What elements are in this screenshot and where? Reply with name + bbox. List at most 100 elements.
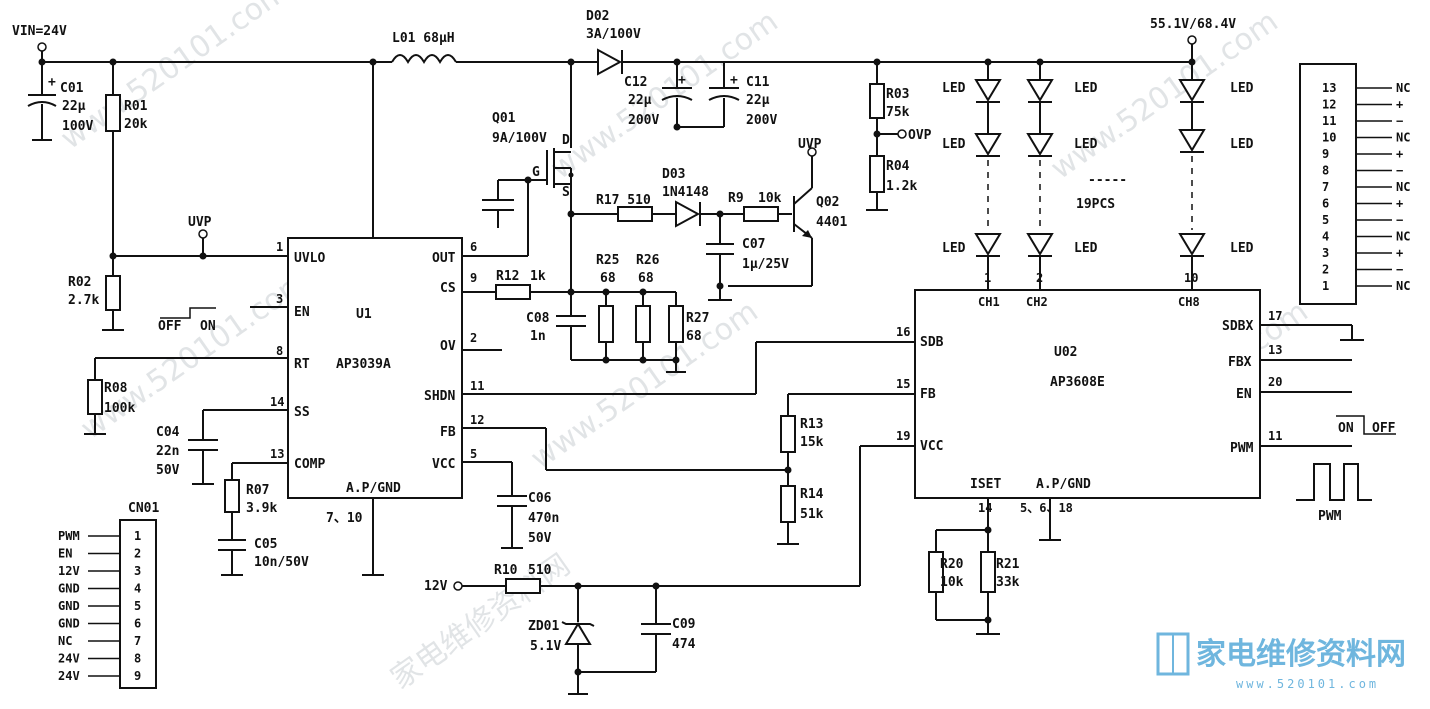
svg-text:LED: LED (1230, 241, 1254, 256)
svg-text:R01: R01 (124, 99, 148, 114)
iset-resistors: R20 10k R21 33k (928, 498, 1020, 635)
svg-text:19PCS: 19PCS (1076, 197, 1115, 212)
connector-signal: NC (1396, 230, 1410, 244)
svg-text:LED: LED (1074, 81, 1098, 96)
d02-diode (597, 48, 623, 76)
svg-text:Q02: Q02 (816, 195, 839, 210)
svg-text:R04: R04 (886, 159, 910, 174)
svg-text:474: 474 (672, 637, 696, 652)
svg-text:R20: R20 (940, 557, 964, 572)
svg-text:UVP: UVP (798, 137, 822, 152)
r08-resistor: R08 100k (84, 357, 288, 435)
svg-text:15: 15 (896, 377, 910, 391)
svg-text:ISET: ISET (970, 477, 1001, 492)
cn01-signal: 24V (58, 669, 80, 683)
cn01-pin: 7 (134, 634, 141, 648)
q01-mosfet: Q01 9A/100V D G S (462, 62, 574, 257)
svg-text:1: 1 (984, 271, 991, 285)
connector-pin: 9 (1322, 147, 1329, 161)
r03-r04: OVP R03 75k R04 1.2k (866, 62, 932, 211)
connector-pin: 8 (1322, 164, 1329, 178)
svg-text:OFF: OFF (158, 319, 182, 334)
svg-text:11: 11 (1268, 429, 1282, 443)
svg-text:12V: 12V (424, 579, 448, 594)
svg-text:10n/50V: 10n/50V (254, 555, 309, 570)
pwm-waveform: PWM (1296, 463, 1372, 524)
svg-text:+: + (730, 73, 738, 88)
svg-text:R21: R21 (996, 557, 1020, 572)
vout-label: 55.1V/68.4V (1150, 17, 1236, 32)
svg-text:6: 6 (470, 240, 477, 254)
svg-text:C09: C09 (672, 617, 695, 632)
top-rail: VIN=24V L01 68μH D02 3A/100V 55.1V/68.4V (12, 9, 1236, 76)
svg-text:C01: C01 (60, 81, 84, 96)
cn01-pin: 4 (134, 582, 141, 596)
svg-text:1: 1 (276, 240, 283, 254)
svg-text:1N4148: 1N4148 (662, 185, 709, 200)
svg-text:C07: C07 (742, 237, 765, 252)
r07-c05: R07 3.9k C05 10n/50V (218, 462, 309, 576)
svg-text:68: 68 (686, 329, 702, 344)
svg-text:SHDN: SHDN (424, 389, 455, 404)
svg-text:100V: 100V (62, 119, 93, 134)
svg-text:CH8: CH8 (1178, 295, 1200, 309)
svg-text:22μ: 22μ (628, 93, 652, 108)
svg-text:2.7k: 2.7k (68, 293, 99, 308)
svg-text:R07: R07 (246, 483, 269, 498)
svg-text:LED: LED (942, 137, 966, 152)
svg-text:PWM: PWM (1230, 441, 1254, 456)
svg-text:17: 17 (1268, 309, 1282, 323)
svg-text:5、6、18: 5、6、18 (1020, 501, 1073, 515)
svg-text:U1: U1 (356, 307, 372, 322)
r01-r02: R01 20k R02 2.7k UVP (68, 62, 288, 331)
svg-text:3: 3 (276, 292, 283, 306)
connector-signal: NC (1396, 131, 1410, 145)
logo-url: www.520101.com (1236, 677, 1379, 691)
svg-text:FBX: FBX (1228, 355, 1252, 370)
svg-text:S: S (562, 185, 570, 200)
svg-text:200V: 200V (628, 113, 659, 128)
svg-text:R08: R08 (104, 381, 128, 396)
svg-text:UVLO: UVLO (294, 251, 325, 266)
svg-text:R02: R02 (68, 275, 91, 290)
svg-text:15k: 15k (800, 435, 824, 450)
svg-text:ON: ON (200, 319, 216, 334)
connector-pin: 6 (1322, 197, 1329, 211)
svg-text:4401: 4401 (816, 215, 847, 230)
svg-text:COMP: COMP (294, 457, 325, 472)
svg-text:33k: 33k (996, 575, 1020, 590)
svg-text:R25: R25 (596, 253, 619, 268)
svg-text:SDB: SDB (920, 335, 944, 350)
connector-pin: 5 (1322, 213, 1329, 227)
cn01-signal: GND (58, 582, 80, 596)
svg-text:R26: R26 (636, 253, 660, 268)
connector-signal: + (1396, 147, 1403, 161)
svg-text:C08: C08 (526, 311, 550, 326)
svg-text:22μ: 22μ (746, 93, 770, 108)
svg-text:OUT: OUT (432, 251, 456, 266)
brand-logo: 家电维修资料网 www.520101.com (1156, 632, 1406, 691)
svg-text:C04: C04 (156, 425, 180, 440)
svg-text:C05: C05 (254, 537, 277, 552)
connector-pin: 2 (1322, 263, 1329, 277)
connector-signal: NC (1396, 81, 1410, 95)
svg-text:9A/100V: 9A/100V (492, 131, 547, 146)
svg-text:RT: RT (294, 357, 310, 372)
svg-text:D: D (562, 133, 570, 148)
svg-text:12: 12 (470, 413, 484, 427)
uvp-circuit: R17 510 D03 1N4148 R9 10k UVP Q02 4401 C… (567, 137, 847, 301)
svg-text:SS: SS (294, 405, 310, 420)
svg-text:CH2: CH2 (1026, 295, 1048, 309)
cn01-signal: GND (58, 599, 80, 613)
svg-text:200V: 200V (746, 113, 777, 128)
cn01-pin: 8 (134, 652, 141, 666)
cn01-signal: EN (58, 547, 72, 561)
svg-text:VCC: VCC (432, 457, 455, 472)
u02-ic: SDB 16 FB 15 VCC 19 SDBX 17 FBX 13 EN 20… (896, 289, 1396, 541)
svg-text:UVP: UVP (188, 215, 212, 230)
svg-text:R27: R27 (686, 311, 709, 326)
vin-label: VIN=24V (12, 24, 67, 39)
